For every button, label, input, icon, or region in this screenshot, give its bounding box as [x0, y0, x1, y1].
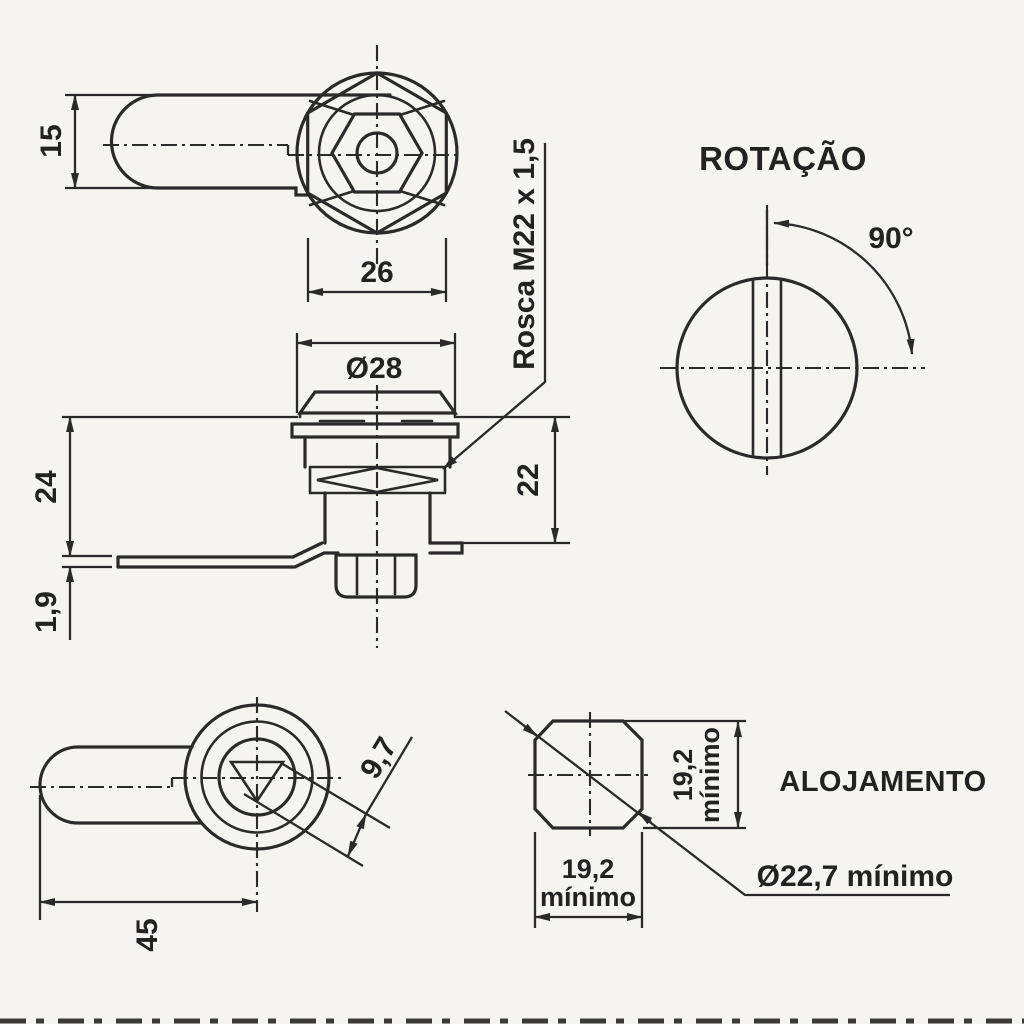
- diagonal-leader-line: [504, 710, 950, 897]
- triangle-recess: [228, 760, 286, 804]
- knob-hexagon: [306, 71, 448, 235]
- bottom-nut: [334, 553, 418, 599]
- stud-circle: [355, 131, 399, 175]
- hole-height-ext-lines: [623, 719, 746, 830]
- dim-22-label: 22: [512, 463, 545, 496]
- dim-19-label: 1,9: [30, 591, 63, 633]
- dim-26-label: 26: [360, 256, 393, 289]
- flange-washer: [290, 422, 460, 439]
- dim-15-ext-lines: [65, 93, 156, 190]
- thread-leader-line: [442, 143, 547, 470]
- housing-title: ALOJAMENTO: [779, 766, 986, 798]
- top-view: 15 26: [35, 45, 462, 302]
- bottom-view: 9,7 45: [30, 697, 413, 952]
- dim-97-ext-lines: [243, 762, 391, 867]
- cylinder-sides: [323, 491, 432, 545]
- cutout-octagon: [533, 719, 644, 830]
- dim-15-label: 15: [35, 124, 68, 157]
- hole-diagonal-label: Ø22,7 mínimo: [757, 860, 954, 893]
- bottom-mid-circle: [200, 720, 314, 834]
- hole-width-label-unit: mínimo: [540, 882, 636, 912]
- bottom-inner-circle: [217, 737, 297, 817]
- rotation-angle-label: 90°: [868, 222, 913, 255]
- hole-height-label-value: 19,2: [668, 749, 698, 802]
- rotation-view: ROTAÇÃO 90°: [660, 140, 925, 475]
- cap-underside: [298, 411, 457, 423]
- rotation-title: ROTAÇÃO: [699, 140, 867, 177]
- thread-label: Rosca M22 x 1,5: [508, 138, 541, 370]
- hole-width-label-value: 19,2: [562, 854, 615, 884]
- bottom-outer-circle: [183, 703, 331, 851]
- diagonal-arrow-top: [522, 723, 538, 737]
- bottom-handle-outline: [38, 745, 203, 825]
- dim-o28-label: Ø28: [346, 352, 403, 385]
- mounting-plate: [116, 541, 464, 569]
- side-view: Ø28 24 1,9 22 Rosca M22 x 1,5: [30, 138, 570, 648]
- cam-diamond: [316, 466, 439, 494]
- dim-45-label: 45: [131, 918, 164, 951]
- hole-height-label-unit: mínimo: [695, 727, 725, 823]
- diagonal-arrow-bottom: [637, 811, 653, 825]
- dim-97-extension: [365, 736, 413, 815]
- housing-view: Ø22,7 mínimo 19,2 mínimo 19,2 mínimo ALO…: [504, 710, 986, 928]
- dim-24-label: 24: [30, 470, 63, 504]
- dim-97-line: [346, 813, 368, 857]
- nut-facets: [355, 553, 397, 596]
- rotation-arc-arrow: [773, 219, 915, 355]
- hole-width-ext-lines: [533, 832, 644, 928]
- wing-connector-lines: [308, 99, 446, 207]
